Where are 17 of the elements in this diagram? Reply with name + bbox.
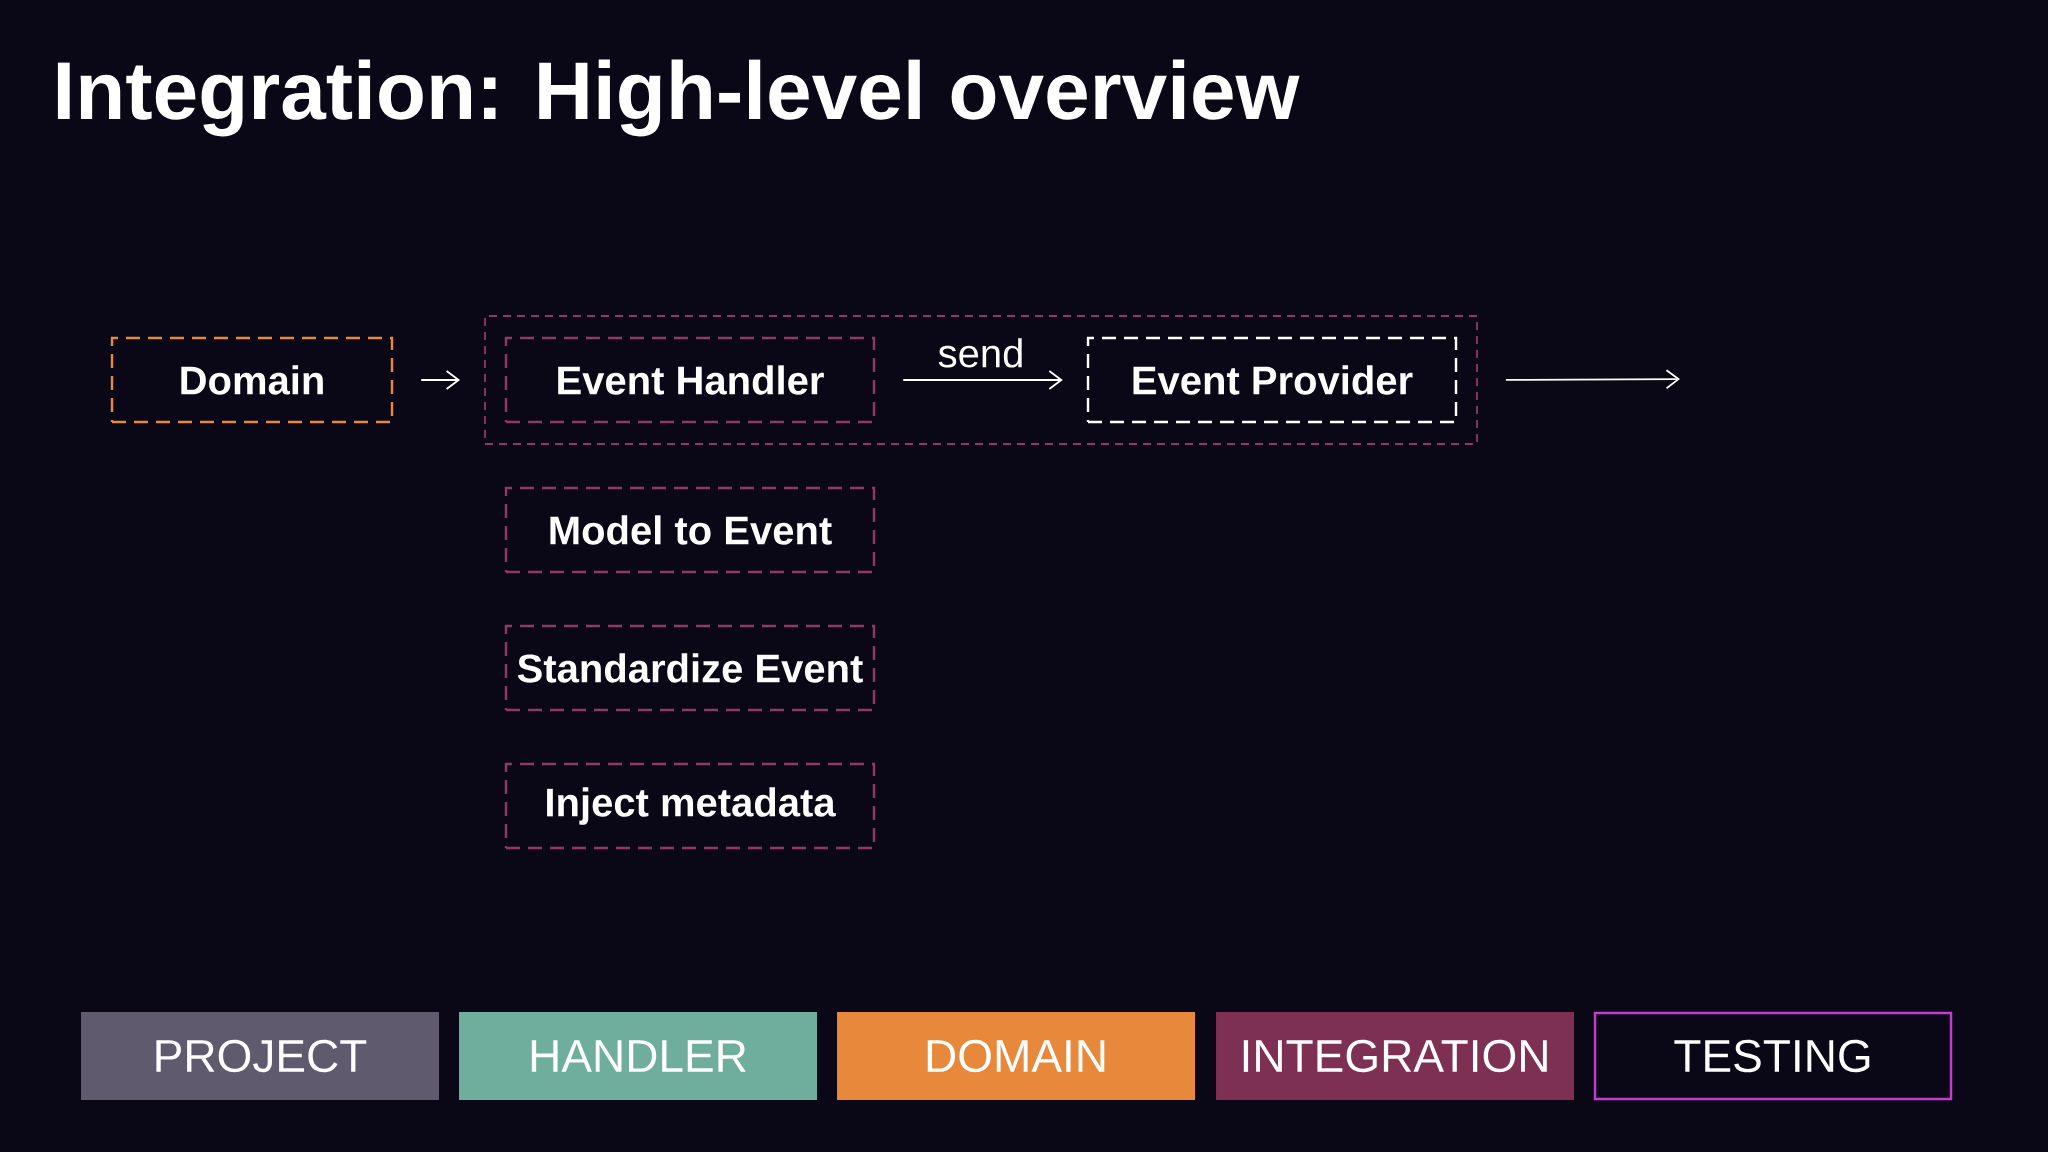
- dashed-group-box: [484, 315, 1478, 445]
- dashed-box: Standardize Event: [504, 624, 876, 712]
- tab-bar: TESTING: [1593, 1011, 1953, 1101]
- dashed-box: Event Provider: [1086, 336, 1458, 424]
- tab-bar: DOMAIN: [837, 1012, 1195, 1100]
- dashed-box: Inject metadata: [504, 762, 876, 850]
- edge-label: send: [938, 338, 1022, 368]
- dashed-box: Event Handler: [504, 336, 876, 424]
- tab-bar: INTEGRATION: [1216, 1012, 1574, 1100]
- tab-bar: PROJECT: [81, 1012, 439, 1100]
- slide-title: Integration: High-level overview: [57, 59, 1300, 137]
- dashed-box: Domain: [110, 336, 394, 424]
- tab-bar: HANDLER: [459, 1012, 817, 1100]
- arrow: [902, 370, 1063, 390]
- arrow: [1505, 369, 1680, 390]
- arrow: [420, 370, 461, 390]
- dashed-box: Model to Event: [504, 486, 876, 574]
